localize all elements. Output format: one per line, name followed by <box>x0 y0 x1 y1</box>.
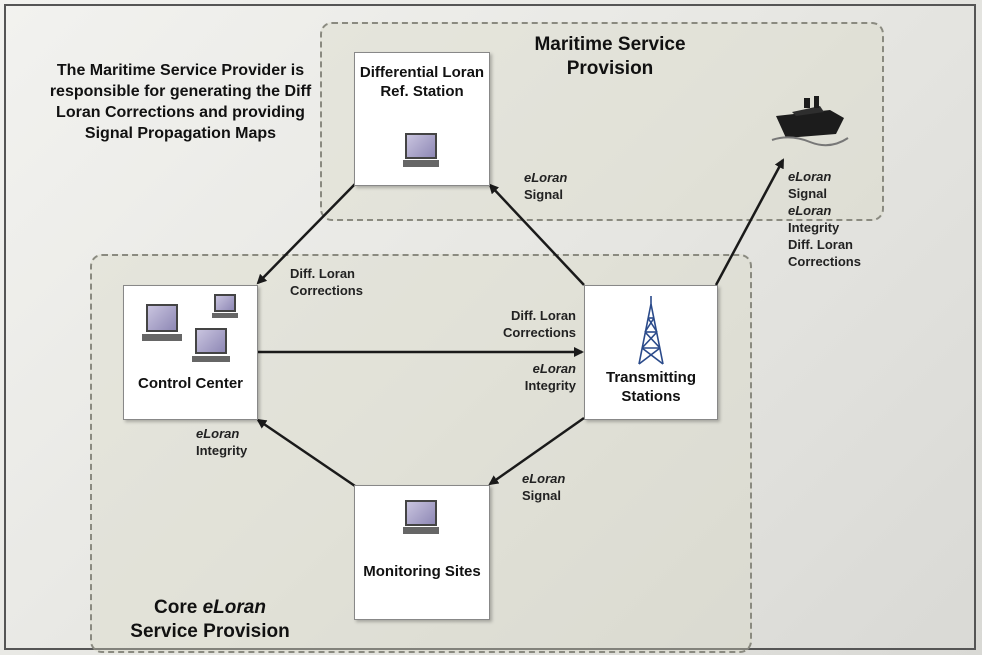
ref-station-node: Differential Loran Ref. Station <box>354 52 490 186</box>
computer-icon <box>212 294 238 322</box>
diagram-frame <box>4 4 976 650</box>
arrow-tx-to-monitor <box>488 416 585 486</box>
monitoring-sites-label: Monitoring Sites <box>363 563 481 580</box>
arrow-ref-to-control <box>256 183 356 285</box>
computer-icon <box>403 133 439 169</box>
arrow-monitor-to-control <box>256 418 356 488</box>
maritime-region-title: Maritime Service Provision <box>534 34 686 79</box>
computer-icon <box>142 304 182 344</box>
computer-icon <box>192 328 230 364</box>
monitoring-sites-node: Monitoring Sites <box>354 485 490 620</box>
note-text: The Maritime Service Provider is respons… <box>49 62 312 142</box>
antenna-tower-icon <box>638 296 664 365</box>
ref-station-label: Differential Loran Ref. Station <box>359 64 485 100</box>
transmitting-stations-node: Transmitting Stations <box>584 285 718 420</box>
ship-icon <box>771 96 849 147</box>
control-center-node: Control Center <box>123 285 258 420</box>
arrow-tx-to-ref <box>488 183 585 286</box>
arrow-tx-to-ship <box>714 158 785 286</box>
control-center-label: Control Center <box>138 375 243 392</box>
transmitting-stations-label: Transmitting Stations <box>605 369 696 405</box>
computer-icon <box>403 500 439 536</box>
